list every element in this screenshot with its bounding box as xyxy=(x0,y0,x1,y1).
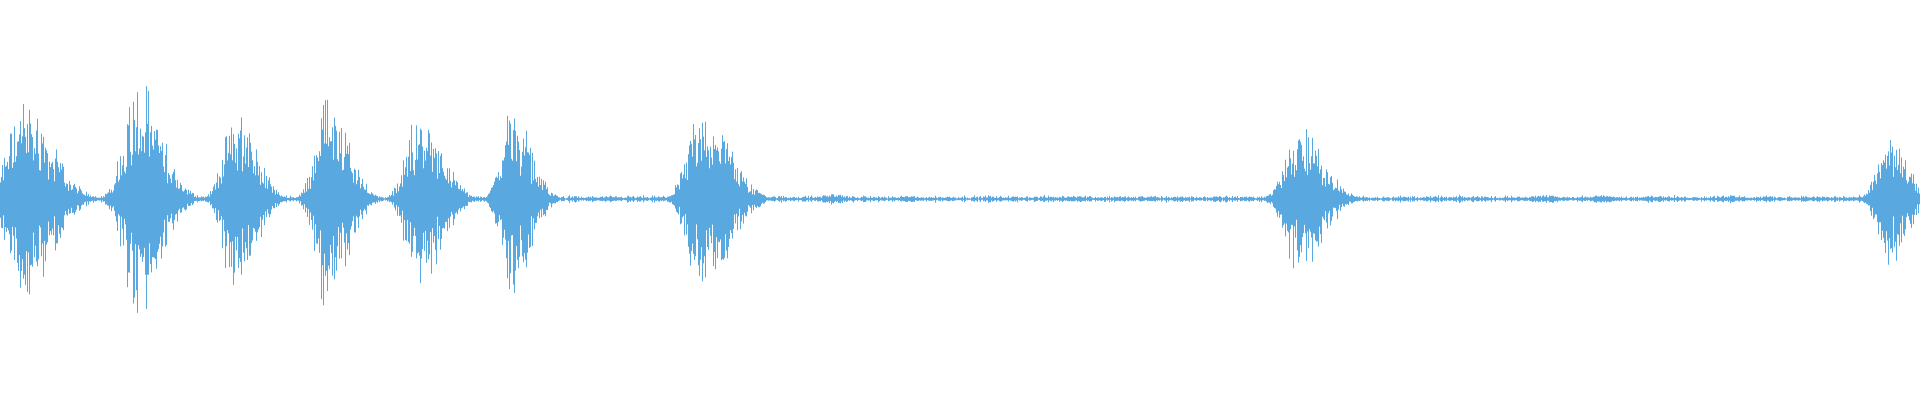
waveform-lines xyxy=(0,86,1920,313)
